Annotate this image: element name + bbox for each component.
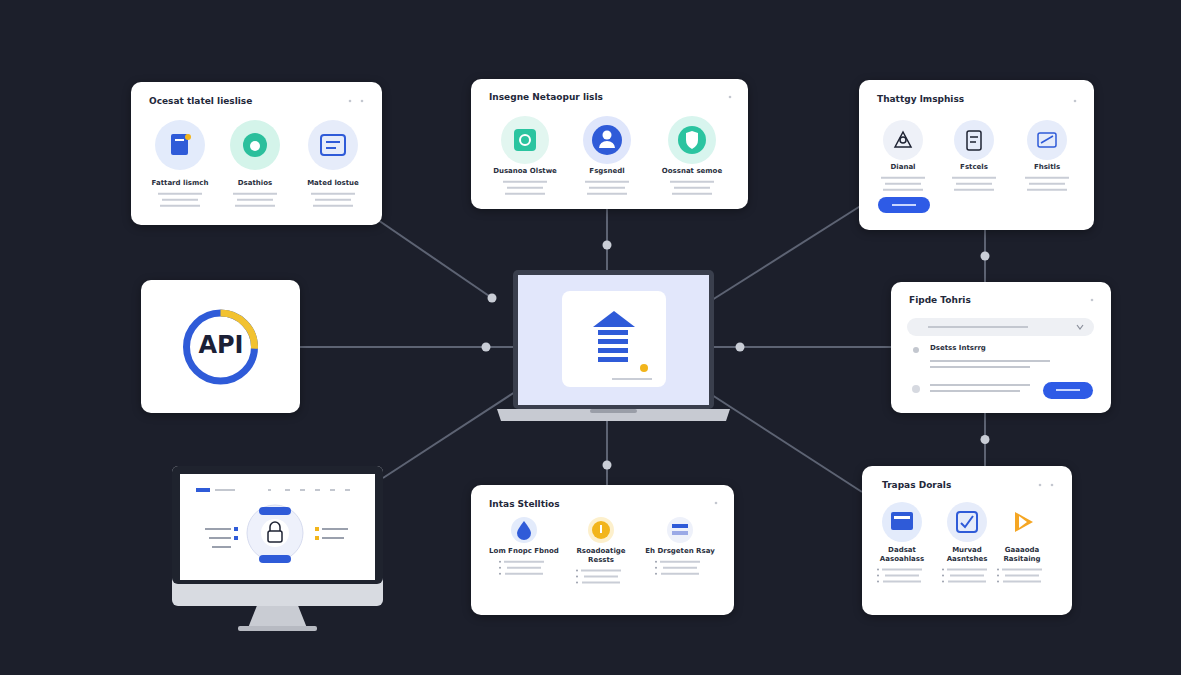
filler-line — [661, 573, 699, 575]
filler-line — [882, 569, 922, 571]
filler-line — [1027, 189, 1067, 191]
item-label: Fsgsnedl — [570, 167, 644, 176]
filler-line — [582, 582, 620, 584]
connector-dot — [981, 252, 990, 261]
item-label: Dianal — [872, 163, 934, 172]
item-label: Eh Drsgeten Rsay — [643, 547, 717, 556]
bullet-dot — [997, 575, 999, 577]
item-label: Murvad Aasntshes — [936, 546, 998, 564]
filler-line — [507, 187, 543, 189]
filler-line — [237, 199, 273, 201]
filler-line — [954, 189, 994, 191]
filler-line — [947, 569, 987, 571]
filler-line — [162, 199, 198, 201]
filler-line — [587, 193, 627, 195]
filler-line — [315, 199, 351, 201]
filler-line — [505, 573, 543, 575]
bullet-dot — [499, 561, 501, 563]
filler-line — [581, 570, 621, 572]
bullet-dot — [499, 567, 501, 569]
connector-dot — [981, 435, 990, 444]
bullet-dot — [655, 573, 657, 575]
bullet-dot — [576, 570, 578, 572]
filler-line — [311, 193, 355, 195]
card-heading: Trapas Dorals — [882, 480, 1062, 490]
item-label: API — [161, 331, 281, 359]
filler-line — [584, 576, 618, 578]
item-label: Dadsat Aasoahlass — [871, 546, 933, 564]
filler-line — [235, 205, 275, 207]
filler-line — [663, 567, 697, 569]
bullet-dot — [942, 581, 944, 583]
bullet-dot — [877, 581, 879, 583]
info-card: API — [141, 280, 300, 413]
card-heading: Intas Stelltios — [489, 499, 719, 509]
item-label: Fhsitls — [1016, 163, 1078, 172]
filler-line — [881, 177, 925, 179]
filler-line — [1025, 177, 1069, 179]
item-label: Dusanoa Olstwe — [488, 167, 562, 176]
filler-line — [885, 183, 921, 185]
filler-line — [885, 575, 919, 577]
item-label: Fstcels — [943, 163, 1005, 172]
item-label: Mated lostue — [300, 179, 366, 188]
bullet-dot — [655, 567, 657, 569]
filler-line — [233, 193, 277, 195]
bullet-dot — [877, 569, 879, 571]
filler-line — [948, 581, 986, 583]
filler-line — [950, 575, 984, 577]
filler-line — [507, 567, 541, 569]
item-label: Fattard lismch — [147, 179, 213, 188]
link-lines — [300, 204, 891, 492]
bullet-dot — [877, 575, 879, 577]
filler-line — [158, 193, 202, 195]
item-label: Dsetss Intsrrg — [930, 344, 1090, 353]
filler-line — [1029, 183, 1065, 185]
desktop-monitor — [172, 466, 383, 631]
filler-line — [505, 193, 545, 195]
bullet-dot — [942, 569, 944, 571]
filler-line — [1002, 569, 1042, 571]
card-icons — [155, 116, 1094, 543]
filler-line — [585, 181, 629, 183]
filler-line — [674, 187, 710, 189]
filler-line — [313, 205, 353, 207]
card-heading: Ocesat tlatel lieslise — [149, 96, 359, 106]
info-card: Intas StelltiosLom Fnopc FbnodRsoadoatig… — [471, 485, 734, 615]
bullet-dot — [942, 575, 944, 577]
card-heading: Insegne Netaopur lisls — [489, 92, 719, 102]
bullet-dot — [576, 576, 578, 578]
filler-line — [504, 561, 544, 563]
filler-line — [589, 187, 625, 189]
filler-line — [956, 183, 992, 185]
filler-line — [952, 177, 996, 179]
item-label: Rsoadoatige Ressts — [564, 547, 638, 565]
bullet-dot — [655, 561, 657, 563]
bullet-dot — [997, 581, 999, 583]
filler-line — [883, 581, 921, 583]
item-label: Gaaaoda Rasitaing — [991, 546, 1053, 564]
window-dots — [349, 96, 1094, 505]
link-dots — [482, 241, 745, 470]
filler-line — [670, 181, 714, 183]
filler-line — [672, 193, 712, 195]
card-heading: Fipde Tohris — [909, 295, 1099, 305]
filler-line — [660, 561, 700, 563]
filler-line — [1005, 575, 1039, 577]
bullet-dot — [576, 582, 578, 584]
bullet-dot — [499, 573, 501, 575]
card-heading: Thattgy lmsphiss — [877, 94, 1077, 104]
filler-line — [1003, 581, 1041, 583]
bullet-dot — [997, 569, 999, 571]
item-label: Oossnat semoe — [655, 167, 729, 176]
item-label: Dsathios — [222, 179, 288, 188]
filler-line — [160, 205, 200, 207]
laptop — [497, 270, 730, 421]
item-label: Lom Fnopc Fbnod — [487, 547, 561, 556]
filler-line — [883, 189, 923, 191]
filler-line — [503, 181, 547, 183]
